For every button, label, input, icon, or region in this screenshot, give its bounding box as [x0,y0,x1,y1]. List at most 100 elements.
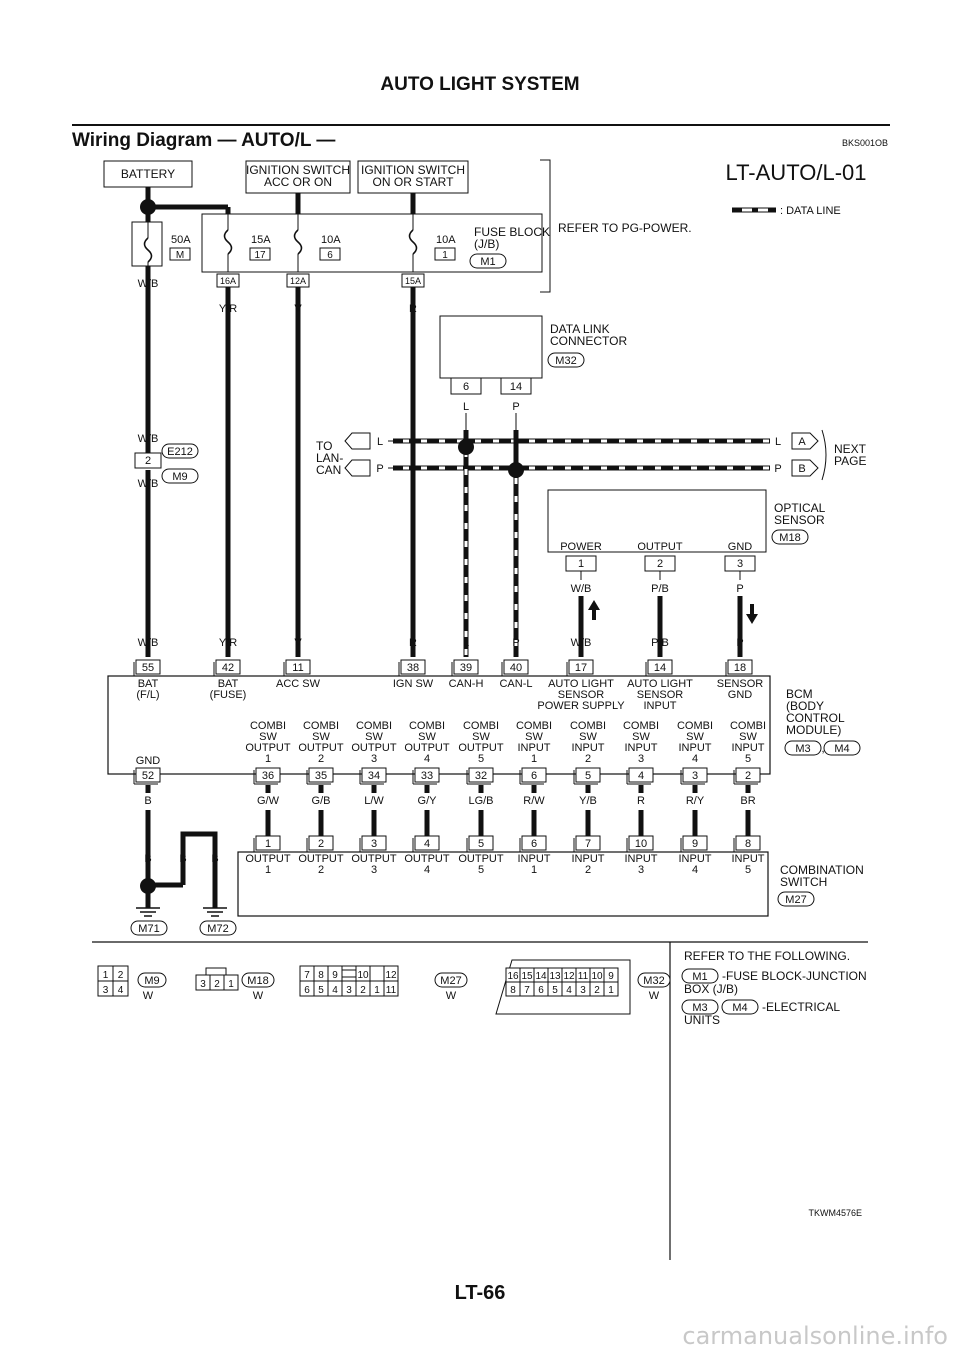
bcm-bottom-pin-label: COMBI [516,720,552,732]
lan-ref-a: A [798,436,806,448]
m27-view-pin: 10 [357,970,369,981]
optical-sensor-box [547,489,767,553]
bcm-bottom-pin-label: INPUT [518,742,551,754]
page-header: AUTO LIGHT SYSTEM [380,74,580,95]
bcm-top-pin-box [453,659,479,675]
m27-view-color: W [446,990,457,1002]
combi-pin-number: 3 [371,838,377,850]
bcm-top-pin-number: 40 [510,662,522,674]
bcm-bottom-pin-number: 32 [475,770,487,782]
m27-view-pin: 9 [332,970,338,981]
m32-view-pin: 12 [563,971,575,982]
bcm-bottom-wire-color: B [144,795,151,807]
combi-pin-label: 4 [692,864,698,876]
bcm-top-pin-label: AUTO LIGHT [627,678,693,690]
m32-view-pin: 2 [594,985,600,996]
ground-conn-m71-oval [130,920,168,936]
bcm-top-wire-color: L [463,637,469,649]
dlc-box [439,315,543,379]
optical-sensor-conn-label: M18 [779,532,800,544]
gnd-arrow-down [746,604,758,624]
lan-left-arrow-l [344,432,371,450]
lan-left-label: LAN- [316,451,343,465]
combi-pin-box [521,835,547,851]
m27-view-pin: 2 [360,985,366,996]
bcm-top-pin-number: 39 [460,662,472,674]
bcm-bottom-pin-number: 35 [315,770,327,782]
bcm-bottom-wire-color: R/Y [686,795,705,807]
bcm-bottom-pin-label: OUTPUT [458,742,504,754]
bcm-bottom-pin-label: COMBI [730,720,766,732]
refer-bracket [540,159,551,293]
watermark: carmanualsonline.info [682,1322,948,1350]
bcm-label: BCM [786,687,813,701]
fuse-box-50a [131,221,163,267]
m18-view-color: W [253,990,264,1002]
bcm-top-pin-box [568,659,594,675]
ground-jumper [180,831,218,908]
optical-sensor-label: OPTICAL [774,501,826,515]
m18-view-conn-oval [241,972,275,988]
wire-color-r: R [409,303,417,315]
dlc-wire-l: L [463,401,469,413]
bcm-top-pin-label: CAN-H [449,678,484,690]
m32-view-pin: 14 [535,971,547,982]
joint-pin: 2 [145,455,151,467]
m27-view-pin: 11 [386,985,397,996]
m9-view-pin: 1 [103,970,109,981]
refer-m34-text: -ELECTRICAL [762,1000,840,1014]
bcm-top-pin-number: 38 [407,662,419,674]
refer-m1-conn-label: M1 [692,971,707,983]
battery-box [103,160,193,188]
bcm-bottom-pin-box [468,767,494,783]
bcm-bottom-pin-number: 34 [368,770,380,782]
m18-view-key [205,967,227,976]
bcm-top-pin-label: AUTO LIGHT [548,678,614,690]
m27-view-pin: 12 [385,970,397,981]
ign-acc-box [245,160,351,194]
ground-conn-m71-label: M71 [138,923,159,935]
fuse-3-element [408,229,418,255]
fuse-amp: 50A [171,234,191,246]
combi-pin-box [682,835,708,851]
bcm-bottom-wire-color: R/W [523,795,545,807]
m9-view-pin: 2 [118,970,124,981]
bcm-bottom-pin-box [361,767,387,783]
bcm-bottom-pin-box [135,767,161,783]
m9-view-conn-label: M9 [144,975,159,987]
bcm-top-pin-box [285,659,311,675]
section-title: Wiring Diagram — AUTO/L — [72,130,335,151]
ground-conn-m72-label: M72 [207,923,228,935]
bcm-conn-m4-oval [823,740,861,756]
combi-pin-number: 8 [745,838,751,850]
bcm-bottom-pin-label: 3 [371,753,377,765]
bcm-bottom-wire-color: G/B [312,795,331,807]
bcm-bottom-pin-number: 3 [692,770,698,782]
fuse-terminal: 15A [405,276,421,286]
combi-pin-number: 7 [585,838,591,850]
bcm-bottom-pin-label: SW [312,731,330,743]
joint-top-wire: W/B [138,433,159,445]
m9-view-cell [112,980,129,997]
fuse-block-conn-oval [469,253,507,269]
figure-code: TKWM4576E [808,1208,862,1218]
refer-m34-text: UNITS [684,1013,720,1027]
m27-view-key [341,969,357,978]
bcm-bottom-wire-color: L/W [364,795,384,807]
bcm-bottom-pin-label: OUTPUT [351,742,397,754]
bcm-top-wire-color: P [736,637,743,649]
bcm-top-pin-label: INPUT [644,700,677,712]
bcm-top-wire-color: W/B [571,637,592,649]
combi-pin-label: 5 [745,864,751,876]
m18-view-pin: 3 [200,979,206,990]
lan-right-l: L [775,436,781,448]
bcm-top-pin-label: IGN SW [393,678,434,690]
power-arrow-up [588,600,600,620]
bcm-bottom-pin-label: INPUT [572,742,605,754]
combi-pin-number: 10 [635,838,647,850]
bcm-bottom-pin-label: 4 [692,753,698,765]
bcm-bottom-wire-color: G/Y [418,795,438,807]
bcm-bottom-wire-color: LG/B [468,795,493,807]
dlc-pin-6 [450,377,482,395]
